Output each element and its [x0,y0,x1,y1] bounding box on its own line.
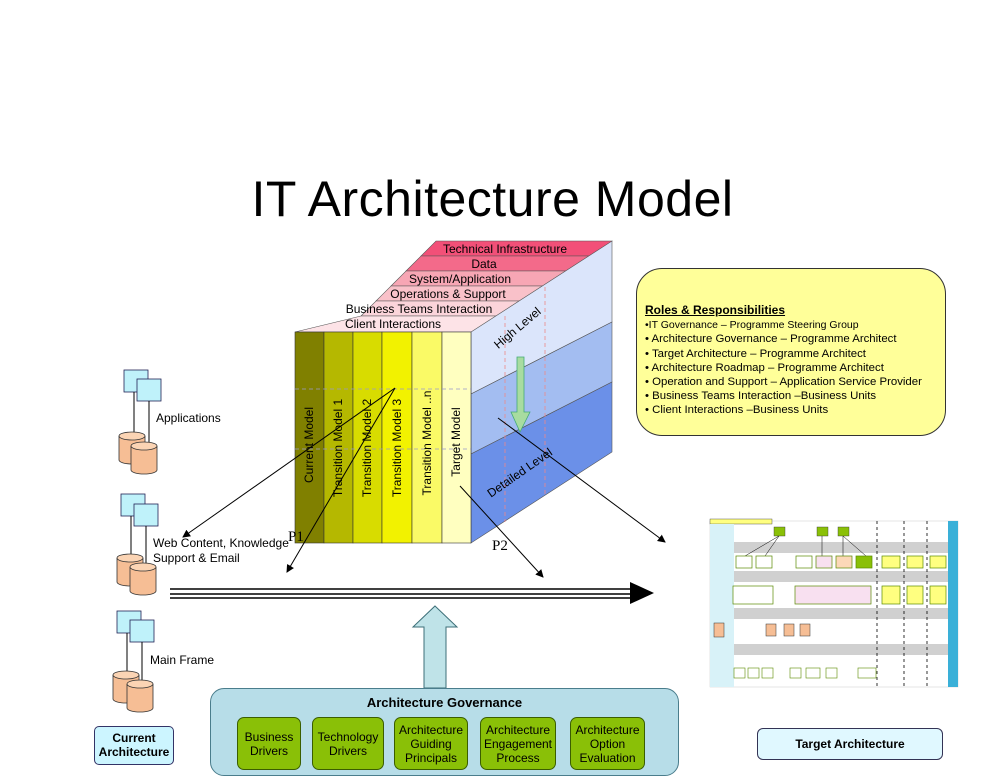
layer-band-data [405,255,598,272]
layer-label-technical-infrastructure: Technical Infrastructure [443,242,567,256]
role-item: •IT Governance – Programme Steering Grou… [645,319,859,332]
level-down-arrow-icon [510,356,531,433]
roles-responsibilities-box: Roles & Responsibilities •IT Governance … [636,268,946,436]
marker-p1: P1 [288,529,304,545]
web-content-label-line2: Support & Email [153,551,240,565]
main-frame-label: Main Frame [150,653,215,667]
model-column-transition-3 [381,331,413,544]
main-frame-icon [112,610,155,713]
layer-label-client-interactions: Client Interactions [345,317,441,331]
model-column-transition-2 [352,331,383,544]
model-column-transition-1 [323,331,354,544]
role-item: • Business Teams Interaction –Business U… [645,390,877,403]
model-label-target: Target Model [449,407,463,476]
model-label-transition-3: Transition Model 3 [390,399,404,498]
role-item: • Client Interactions –Business Units [645,404,829,417]
model-label-transition-1: Transition Model 1 [331,399,345,498]
target-architecture-thumbnail [709,518,959,688]
marker-p2: P2 [492,538,508,554]
current-architecture-box: Current Architecture [94,726,174,765]
applications-icon [118,369,162,475]
governance-title: Architecture Governance [366,695,523,710]
page-title: IT Architecture Model [251,171,734,227]
cube-front [294,331,472,544]
model-label-transition-2: Transition Model 2 [360,399,374,498]
model-column-target [441,331,472,544]
role-item: • Target Architecture – Programme Archit… [645,347,866,360]
roles-heading: Roles & Responsibilities [645,303,786,317]
timeline-arrow [170,582,654,604]
model-label-transition-n: Transition Model ..n [420,391,434,496]
model-label-current: Current Model [302,407,316,483]
layer-label-business-teams: Business Teams Interaction [346,302,493,316]
web-content-icon [116,493,159,596]
layer-label-system-application: System/Application [409,272,511,286]
governance-up-arrow-icon [411,605,459,689]
role-item: • Architecture Roadmap – Programme Archi… [645,361,884,374]
model-column-current [294,331,325,544]
model-column-transition-n [411,331,443,544]
layer-label-operations-support: Operations & Support [390,287,506,301]
layer-label-data: Data [471,257,497,271]
role-item: • Operation and Support – Application Se… [645,376,922,389]
applications-label: Applications [156,411,221,425]
target-architecture-box: Target Architecture [757,728,943,760]
role-item: • Architecture Governance – Programme Ar… [645,333,897,346]
web-content-label-line1: Web Content, Knowledge [153,536,289,550]
